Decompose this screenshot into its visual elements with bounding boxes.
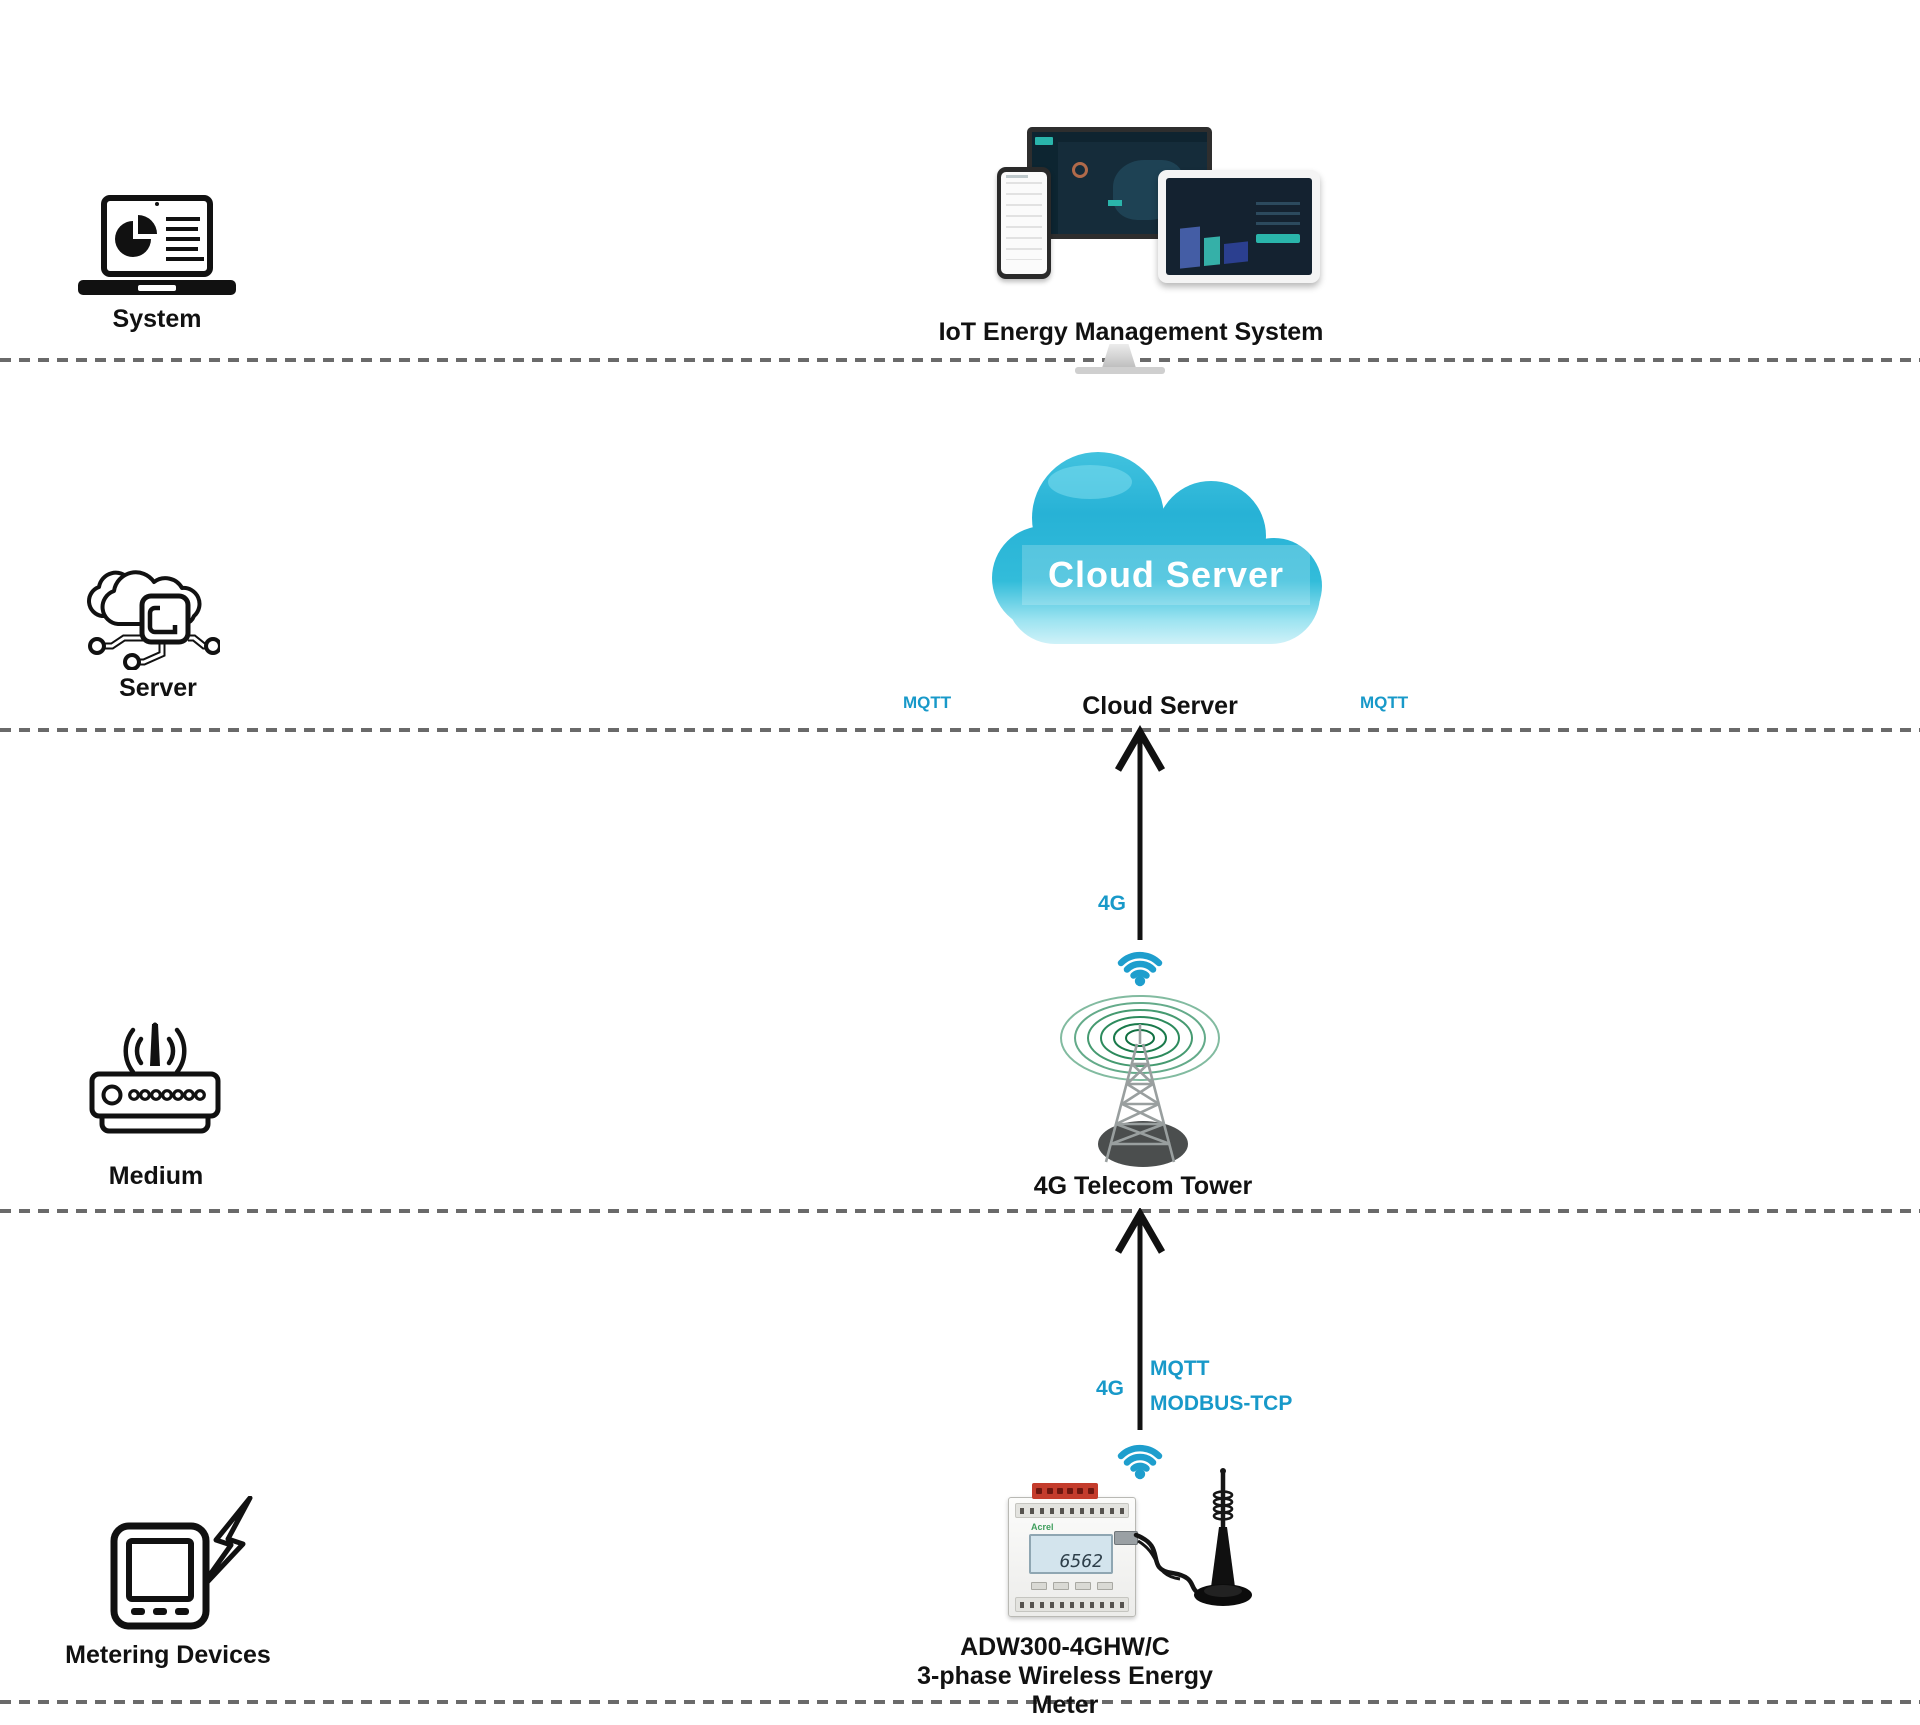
wifi-icon-upper	[1117, 951, 1163, 987]
monitor-base	[1075, 367, 1165, 374]
meter-terminal-block	[1032, 1483, 1098, 1499]
mqtt-label-right: MQTT	[1360, 693, 1409, 712]
router-icon	[89, 1022, 221, 1134]
laptop-icon	[78, 195, 236, 295]
uplink-arrow-meter-to-tower	[1114, 1208, 1166, 1430]
layer-divider-2	[0, 728, 1920, 732]
meter-caption: ADW300-4GHW/C 3-phase Wireless Energy Me…	[910, 1633, 1220, 1720]
monitor-stand	[1102, 344, 1136, 368]
mqtt-protocol-label: MQTT	[1150, 1357, 1210, 1380]
cloud-server-title: Cloud Server	[1022, 545, 1310, 605]
energy-meter-icon	[110, 1496, 253, 1630]
4g-link-label-lower: 4G	[1096, 1377, 1125, 1400]
uplink-arrow-tower-to-cloud	[1114, 725, 1166, 940]
cloud-server-caption: Cloud Server	[1082, 692, 1238, 720]
meter-model: ADW300-4GHW/C	[960, 1633, 1170, 1661]
iot-ems-devices-image	[995, 95, 1325, 374]
cloud-server-icon	[87, 570, 220, 670]
desktop-monitor	[1027, 127, 1212, 239]
server-layer-label: Server	[119, 674, 197, 702]
4g-link-label-upper: 4G	[1098, 892, 1127, 915]
meter-buttons	[1031, 1582, 1113, 1590]
modbus-tcp-protocol-label: MODBUS-TCP	[1150, 1392, 1293, 1415]
medium-layer-label: Medium	[108, 1162, 204, 1190]
mqtt-label-left: MQTT	[903, 693, 952, 712]
wifi-icon-lower	[1117, 1444, 1163, 1480]
metering-layer-label: Metering Devices	[65, 1641, 271, 1669]
external-antenna	[1133, 1468, 1252, 1606]
cloud-server-graphic	[992, 452, 1322, 644]
energy-meter-device: Acrel 6562	[1008, 1497, 1138, 1617]
iot-ems-caption: IoT Energy Management System	[938, 318, 1324, 346]
meter-lower-terminals	[1015, 1597, 1129, 1612]
system-layer-label: System	[112, 305, 202, 333]
meter-brand-logo: Acrel	[1031, 1522, 1054, 1532]
layer-divider-1	[0, 358, 1920, 362]
meter-description: 3-phase Wireless Energy Meter	[917, 1662, 1213, 1719]
meter-upper-terminals	[1015, 1503, 1129, 1518]
tablet-device	[1158, 170, 1320, 283]
layer-divider-3	[0, 1209, 1920, 1213]
telecom-tower-graphic	[1060, 995, 1220, 1167]
meter-lcd-display: 6562	[1029, 1534, 1113, 1574]
telecom-tower-caption: 4G Telecom Tower	[1033, 1172, 1253, 1200]
smartphone-device	[997, 167, 1051, 279]
layer-divider-4	[0, 1700, 1920, 1704]
